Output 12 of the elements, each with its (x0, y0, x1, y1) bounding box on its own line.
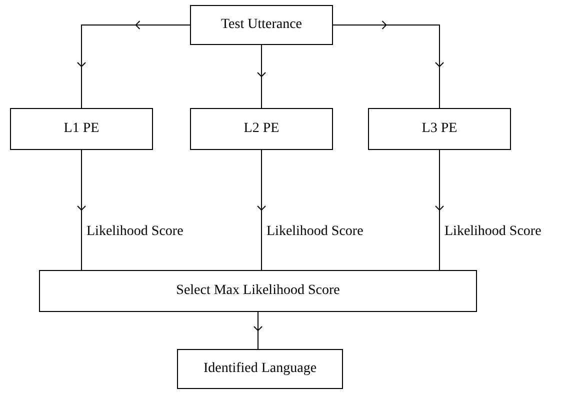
box-label: Test Utterance (220, 17, 302, 33)
process-box (39, 270, 477, 312)
box-label: Identified Language (203, 361, 317, 377)
box-label: L1 PE (64, 121, 100, 137)
box-label: L3 PE (422, 121, 458, 137)
process-box (10, 108, 153, 150)
box-label: L2 PE (244, 121, 280, 137)
process-box (190, 5, 333, 45)
box-label: Select Max Likelihood Score (176, 283, 340, 299)
process-box (177, 349, 343, 389)
process-box (368, 108, 511, 150)
process-box (190, 108, 333, 150)
